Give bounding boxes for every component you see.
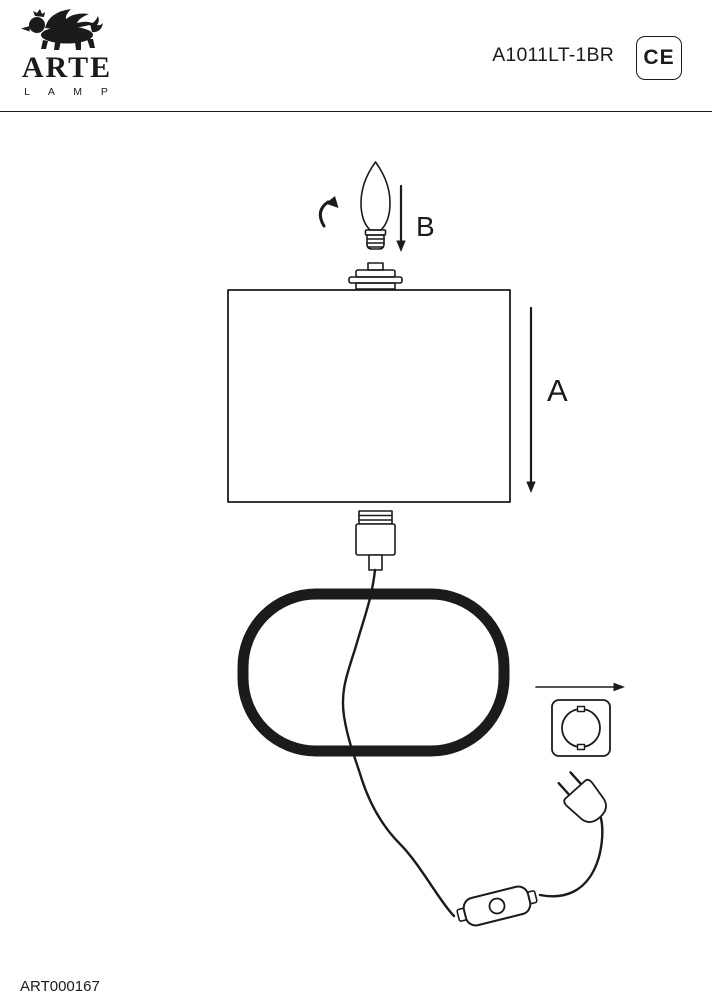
header-divider (0, 111, 712, 112)
lion-mane (33, 9, 45, 17)
arrow-a: A (526, 306, 568, 493)
candle-bulb-illustration (360, 161, 391, 250)
inline-switch-icon (456, 885, 538, 927)
lamp-base-ring (237, 588, 510, 757)
lion-leg (87, 39, 95, 48)
shade-fitting (348, 262, 403, 290)
brand-logo: ARTE L A M P (14, 6, 120, 98)
label-b: B (416, 211, 435, 242)
lamp-socket (355, 510, 396, 571)
rotate-arrow-icon (318, 196, 339, 228)
lion-leg (41, 40, 48, 49)
brand-subtitle: L A M P (24, 86, 116, 98)
lion-body (41, 26, 93, 44)
article-number: ART000167 (20, 978, 100, 995)
lion-muzzle (21, 26, 30, 32)
lampshade (227, 289, 511, 503)
wall-outlet-icon (551, 699, 611, 757)
lion-tail (90, 16, 103, 33)
power-cord-upper (341, 568, 456, 918)
model-number: A1011LT-1BR (492, 44, 614, 66)
lion-leg (75, 42, 81, 50)
lion-head (29, 17, 45, 33)
brand-name: ARTE (21, 51, 113, 84)
outlet-direction-arrow (535, 682, 625, 692)
power-plug-icon (557, 771, 607, 823)
arrow-b: B (396, 184, 435, 252)
label-a: A (547, 373, 568, 408)
ce-mark: CE (636, 36, 682, 80)
lion-leg (54, 42, 61, 50)
winged-lion-icon (21, 9, 103, 50)
lion-wing (45, 9, 95, 30)
power-cord-lower (538, 816, 604, 898)
